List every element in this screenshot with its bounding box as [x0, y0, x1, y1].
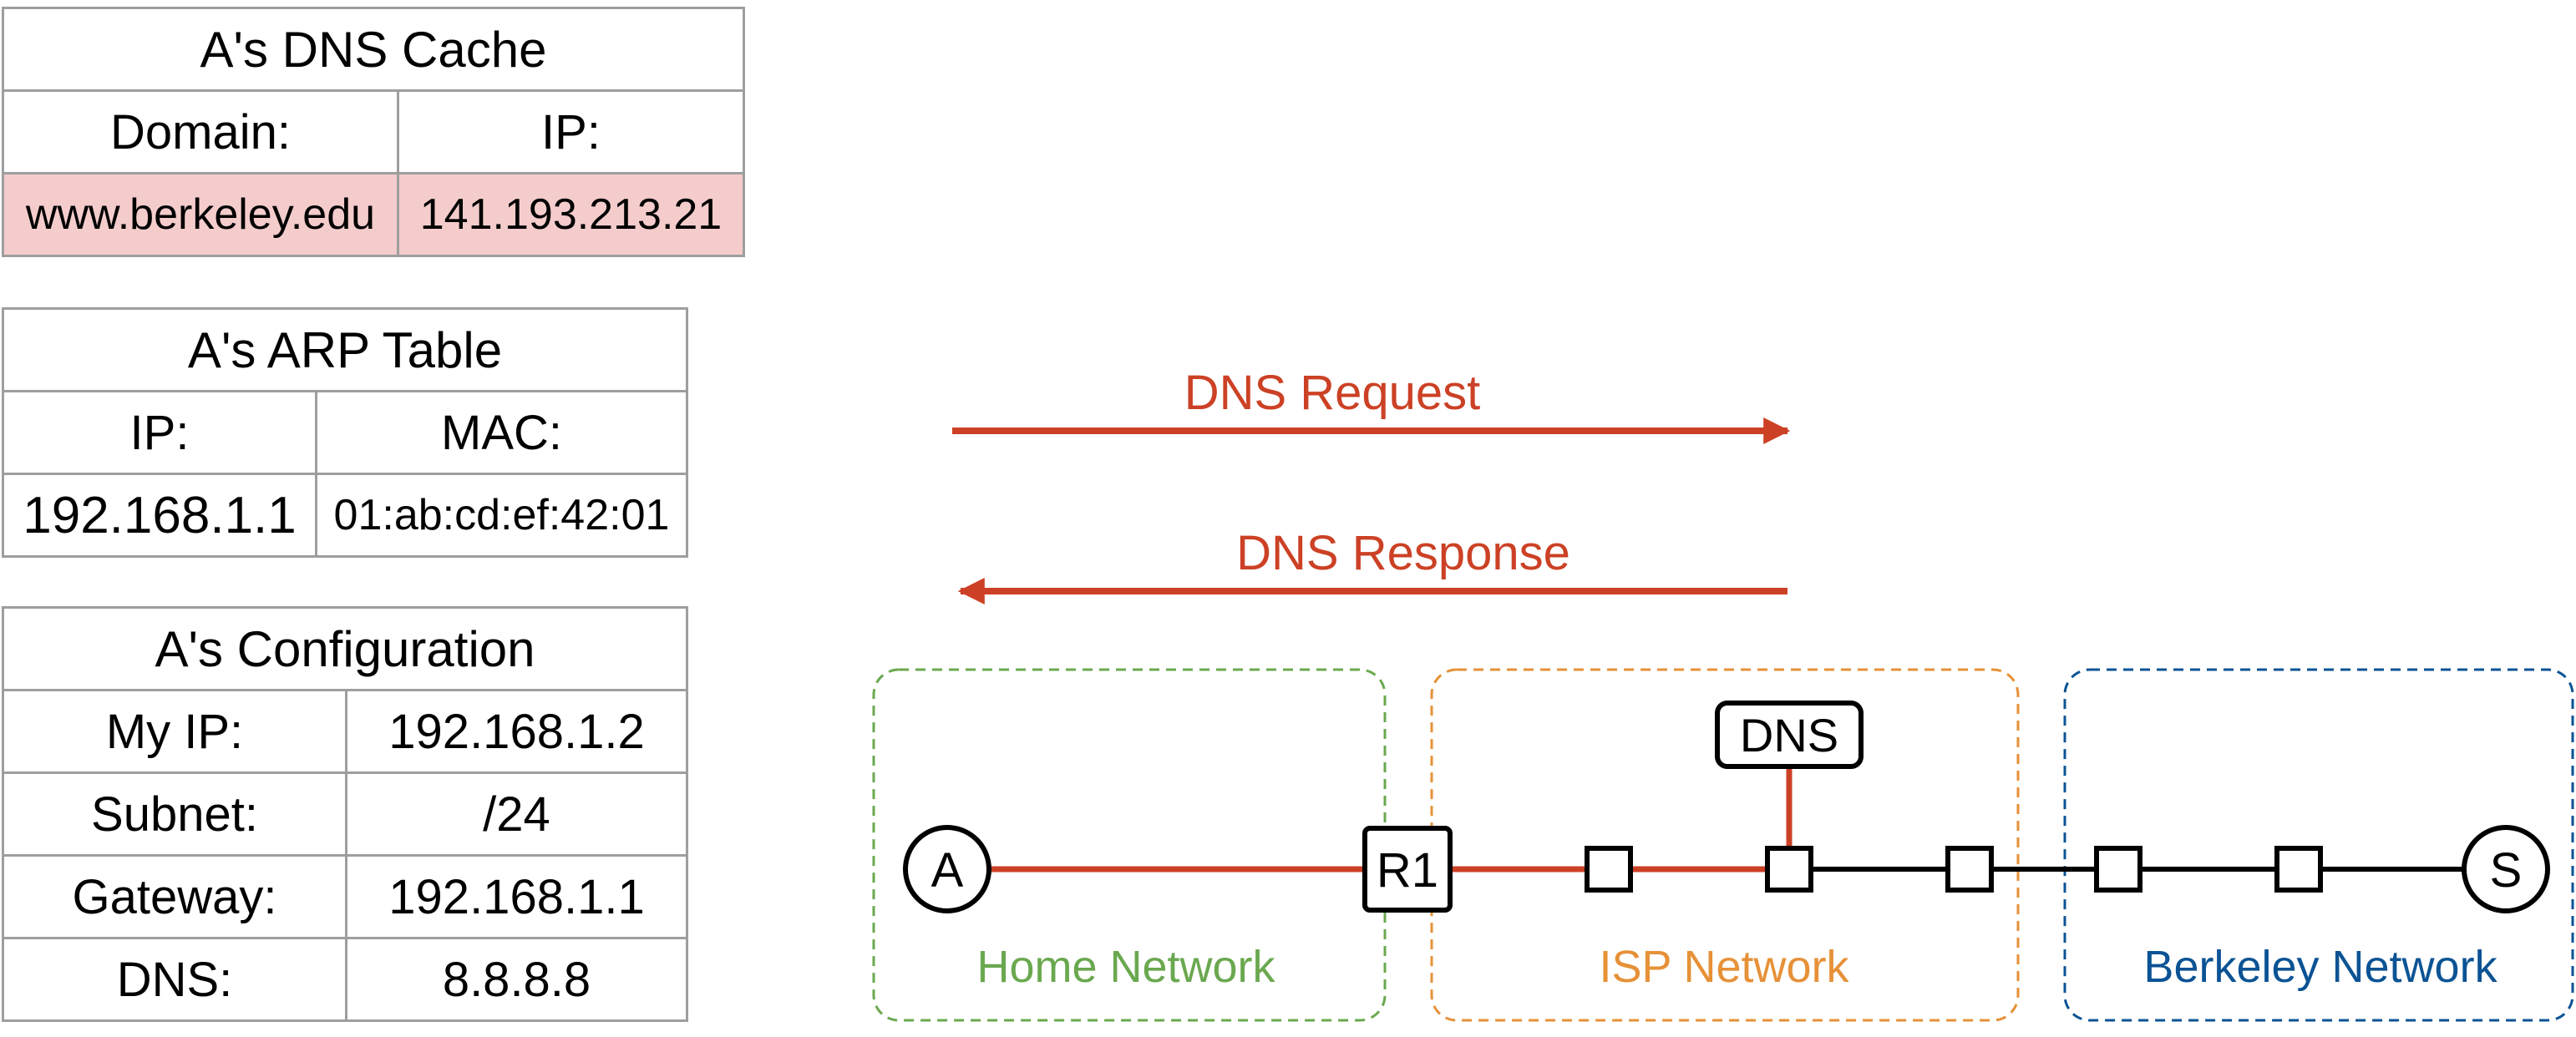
dns-cache-title: A's DNS Cache	[2, 7, 745, 92]
config-key: Subnet:	[2, 771, 347, 857]
table-row: Subnet: /24	[2, 771, 688, 857]
home-network-region	[872, 668, 1387, 1022]
dns-server-node	[1715, 701, 1864, 769]
server-s-node	[2462, 825, 2550, 913]
table-row: 192.168.1.1 01:ab:cd:ef:42:01	[2, 473, 688, 558]
arp-ip: 192.168.1.1	[2, 473, 317, 558]
dns-cache-ip: 141.193.213.21	[397, 172, 745, 257]
host-a-label: A	[931, 843, 964, 898]
router-r1-label: R1	[1377, 843, 1438, 898]
table-row: My IP: 192.168.1.2	[2, 689, 688, 774]
dns-cache-table: A's DNS Cache Domain: IP: www.berkeley.e…	[2, 7, 745, 257]
config-value: 192.168.1.2	[345, 689, 688, 774]
dns-cache-header-ip: IP:	[397, 89, 745, 175]
dns-cache-domain: www.berkeley.edu	[2, 172, 399, 257]
arp-mac: 01:ab:cd:ef:42:01	[315, 473, 688, 558]
dns-server-label: DNS	[1740, 709, 1838, 761]
table-row: www.berkeley.edu 141.193.213.21	[2, 172, 745, 257]
configuration-table: A's Configuration My IP: 192.168.1.2 Sub…	[2, 606, 688, 1022]
dns-request-label: DNS Request	[1184, 366, 1481, 420]
switch-node	[2274, 846, 2323, 893]
arp-header-ip: IP:	[2, 390, 317, 475]
switch-node	[1765, 846, 1813, 893]
isp-network-label: ISP Network	[1599, 942, 1849, 992]
config-key: Gateway:	[2, 854, 347, 939]
config-key: DNS:	[2, 937, 347, 1022]
config-value: 192.168.1.1	[345, 854, 688, 939]
table-row: Gateway: 192.168.1.1	[2, 854, 688, 939]
host-a-node	[903, 825, 991, 913]
berkeley-network-label: Berkeley Network	[2143, 942, 2497, 992]
configuration-title: A's Configuration	[2, 606, 688, 691]
switch-node	[2094, 846, 2142, 893]
arp-table-title: A's ARP Table	[2, 307, 688, 392]
dns-response-label: DNS Response	[1236, 526, 1570, 580]
server-s-label: S	[2490, 843, 2523, 898]
switch-node	[1945, 846, 1994, 893]
home-network-label: Home Network	[976, 942, 1275, 992]
config-key: My IP:	[2, 689, 347, 774]
table-row: DNS: 8.8.8.8	[2, 937, 688, 1022]
arp-table: A's ARP Table IP: MAC: 192.168.1.1 01:ab…	[2, 307, 688, 558]
config-value: /24	[345, 771, 688, 857]
arp-header-mac: MAC:	[315, 390, 688, 475]
dns-cache-header-domain: Domain:	[2, 89, 399, 175]
router-r1-node	[1362, 826, 1453, 913]
switch-node	[1585, 846, 1633, 893]
config-value: 8.8.8.8	[345, 937, 688, 1022]
